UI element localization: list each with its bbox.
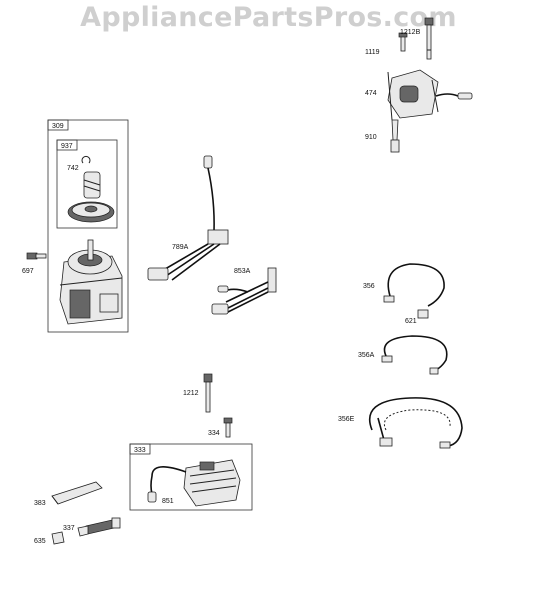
box-937 — [56, 139, 118, 229]
part-356-wire — [383, 263, 445, 319]
part-851-wire — [147, 466, 187, 503]
part-635-gauge — [51, 531, 65, 545]
label-789a: 789A — [172, 244, 189, 251]
part-697-bolt — [26, 252, 47, 260]
box-309 — [47, 119, 129, 333]
part-474-ignition-module — [387, 69, 473, 121]
box-333 — [129, 443, 253, 511]
label-337: 337 — [63, 525, 75, 532]
part-1119-screw — [398, 32, 408, 52]
label-1212: 1212 — [183, 390, 199, 397]
part-1212b-bolt — [424, 17, 434, 60]
part-337-spark-plug — [77, 517, 121, 537]
box-937-tag — [56, 139, 78, 151]
label-333: 333 — [134, 447, 146, 454]
box-309-tag — [47, 119, 69, 131]
label-853a: 853A — [234, 268, 251, 275]
part-1212-bolt — [203, 373, 213, 413]
label-635: 635 — [34, 538, 46, 545]
part-742-clip — [81, 155, 91, 164]
part-309-starter-motor — [59, 239, 123, 325]
part-334-screw — [223, 417, 233, 438]
label-309: 309 — [52, 123, 64, 130]
part-356a-wire — [381, 335, 448, 375]
label-742: 742 — [67, 165, 79, 172]
part-910-spark-boot — [390, 119, 400, 153]
label-356: 356 — [363, 283, 375, 290]
label-356e: 356E — [338, 416, 355, 423]
label-697: 697 — [22, 268, 34, 275]
label-474: 474 — [365, 90, 377, 97]
label-356a: 356A — [358, 352, 375, 359]
part-937-drive-gear — [67, 171, 115, 223]
part-789a-harness — [147, 155, 229, 281]
label-621: 621 — [405, 318, 417, 325]
box-333-tag — [129, 443, 151, 455]
label-1119: 1119 — [365, 49, 380, 56]
label-383: 383 — [34, 500, 46, 507]
part-356e-harness — [368, 397, 463, 449]
part-333-rectifier — [183, 459, 241, 507]
label-910: 910 — [365, 134, 377, 141]
label-937: 937 — [61, 143, 73, 150]
label-334: 334 — [208, 430, 220, 437]
label-1212b: 1212B — [400, 29, 421, 36]
watermark-logo: AppliancePartsPros.com — [80, 2, 457, 33]
label-851: 851 — [162, 498, 174, 505]
part-853a-harness — [211, 267, 277, 315]
part-383-spacer — [51, 481, 103, 505]
